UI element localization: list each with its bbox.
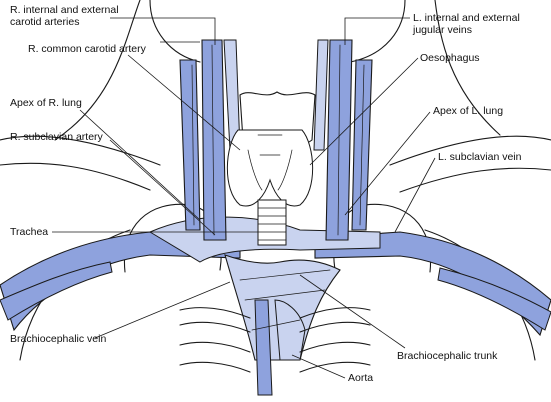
label-brachiocephalic-vein: Brachiocephalic vein [10,333,107,345]
right-arm-vessel [0,261,113,321]
leader-lines [52,17,436,379]
label-apex-r-lung: Apex of R. lung [10,97,82,109]
label-r-carotid-arteries-line1: R. internal and external [10,4,119,16]
label-r-common-carotid-artery: R. common carotid artery [28,43,146,55]
label-brachiocephalic-trunk: Brachiocephalic trunk [397,350,498,362]
neck-vessels [179,39,373,241]
ribs [179,307,371,373]
label-r-carotid-arteries-line2: carotid arteries [10,16,80,28]
larynx-thyroid-trachea [226,91,316,246]
left-arm-vessel [437,267,551,331]
label-l-jugular-veins-line2: jugular veins [413,24,472,36]
label-l-subclavian-vein: L. subclavian vein [438,151,522,163]
label-r-subclavian-artery: R. subclavian artery [10,131,103,143]
label-aorta: Aorta [348,372,374,384]
label-l-jugular-veins-line1: L. internal and external [413,12,520,24]
label-apex-l-lung: Apex of L. lung [433,105,504,117]
label-trachea: Trachea [10,226,49,238]
aortic-arch [224,254,341,396]
label-oesophagus: Oesophagus [420,52,480,64]
